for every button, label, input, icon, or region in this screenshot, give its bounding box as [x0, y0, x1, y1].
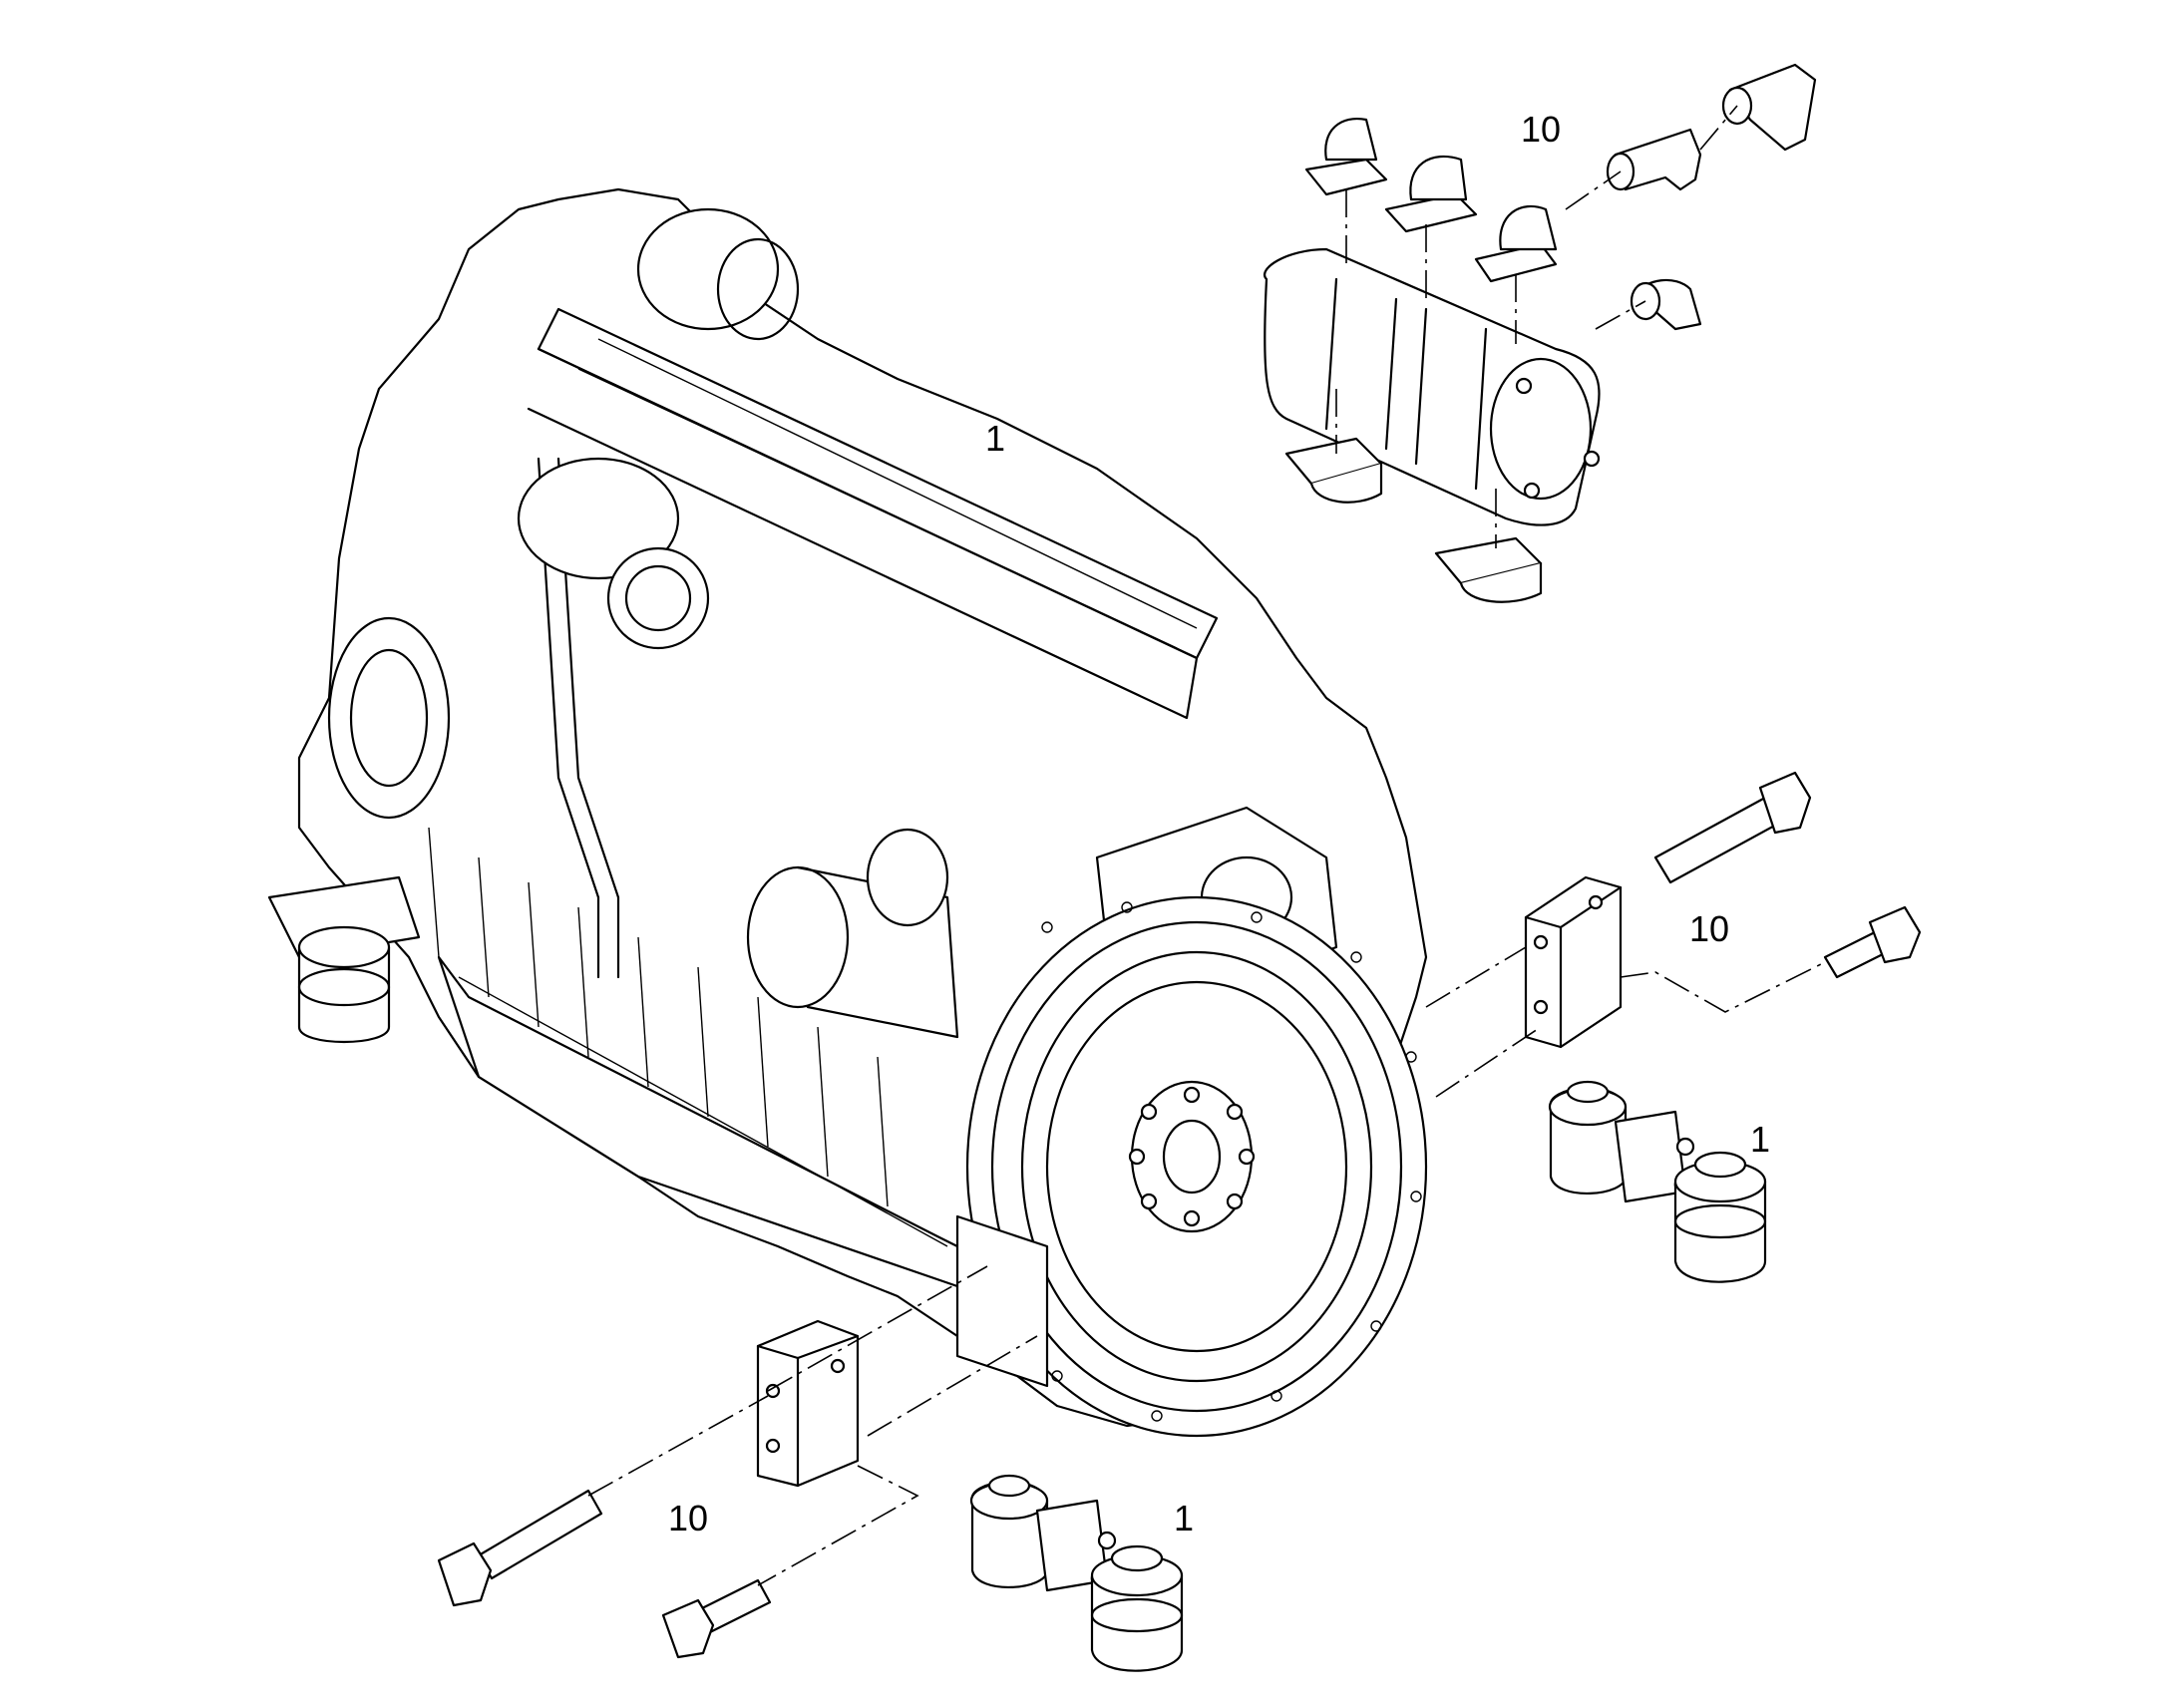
engine-assembly: [267, 187, 1428, 1438]
right-engine-mount: [1548, 1080, 1767, 1283]
callout-pump-group: 10: [1521, 109, 1561, 150]
callout-left-bracket-group: 10: [668, 1498, 708, 1538]
callout-left-mount: 1: [1174, 1498, 1194, 1538]
hydraulic-pump-group: [1264, 63, 1817, 603]
left-bracket-group: [437, 1265, 1038, 1659]
callout-right-bracket-group: 10: [1689, 908, 1729, 949]
callout-right-mount: 1: [1750, 1119, 1770, 1160]
callout-engine: 1: [985, 418, 1005, 459]
left-engine-mount: [969, 1474, 1184, 1672]
right-bracket-group: [1425, 771, 1922, 1098]
